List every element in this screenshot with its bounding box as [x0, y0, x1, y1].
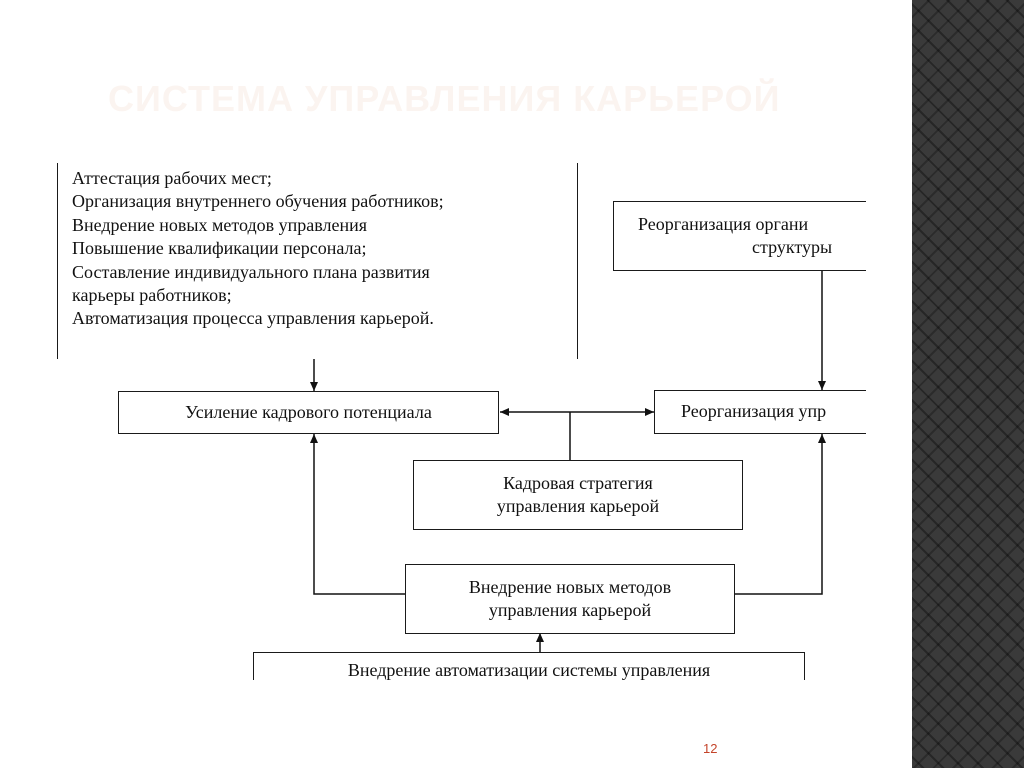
- potential-label: Усиление кадрового потенциала: [185, 401, 432, 422]
- measure-item: Организация внутреннего обучения работни…: [72, 191, 444, 212]
- career-management-diagram: Аттестация рабочих мест; Организация вну…: [57, 163, 866, 680]
- page-number: 12: [703, 741, 718, 756]
- measure-item: Повышение квалификации персонала;: [72, 238, 367, 259]
- measure-item: карьеры работников;: [72, 284, 232, 305]
- diagram-connectors: [310, 270, 826, 652]
- slide-title: СИСТЕМА УПРАВЛЕНИЯ КАРЬЕРОЙ: [108, 78, 781, 119]
- reorg-structure-line2: структуры: [752, 237, 833, 257]
- reorg-label: Реорганизация упр: [681, 401, 827, 422]
- strategy-box: Кадровая стратегия управления карьерой: [413, 460, 743, 530]
- measures-box: Аттестация рабочих мест; Организация вну…: [57, 163, 578, 359]
- measure-item: Внедрение новых методов управления: [72, 214, 368, 235]
- measure-item: Составление индивидуального плана развит…: [72, 261, 430, 282]
- reorg-structure-box: Реорганизация органи структуры: [613, 201, 866, 271]
- automation-label: Внедрение автоматизации системы управлен…: [347, 660, 711, 680]
- new-methods-line2: управления карьерой: [488, 600, 652, 620]
- new-methods-line1: Внедрение новых методов: [468, 576, 672, 597]
- strategy-line1: Кадровая стратегия: [503, 472, 653, 493]
- measure-item: Автоматизация процесса управления карьер…: [72, 308, 434, 329]
- strategy-line2: управления карьерой: [496, 496, 660, 516]
- new-methods-box: Внедрение новых методов управления карье…: [405, 564, 735, 634]
- decorative-side-strip: [912, 0, 1024, 768]
- arrow-new-methods-to-reorg: [734, 434, 826, 595]
- arrow-new-methods-to-potential: [310, 434, 407, 595]
- measure-item: Аттестация рабочих мест;: [72, 168, 272, 188]
- automation-box: Внедрение автоматизации системы управлен…: [253, 652, 805, 680]
- potential-box: Усиление кадрового потенциала: [118, 391, 499, 434]
- reorg-structure-line1: Реорганизация органи: [638, 213, 809, 234]
- reorg-box: Реорганизация упр: [654, 390, 866, 434]
